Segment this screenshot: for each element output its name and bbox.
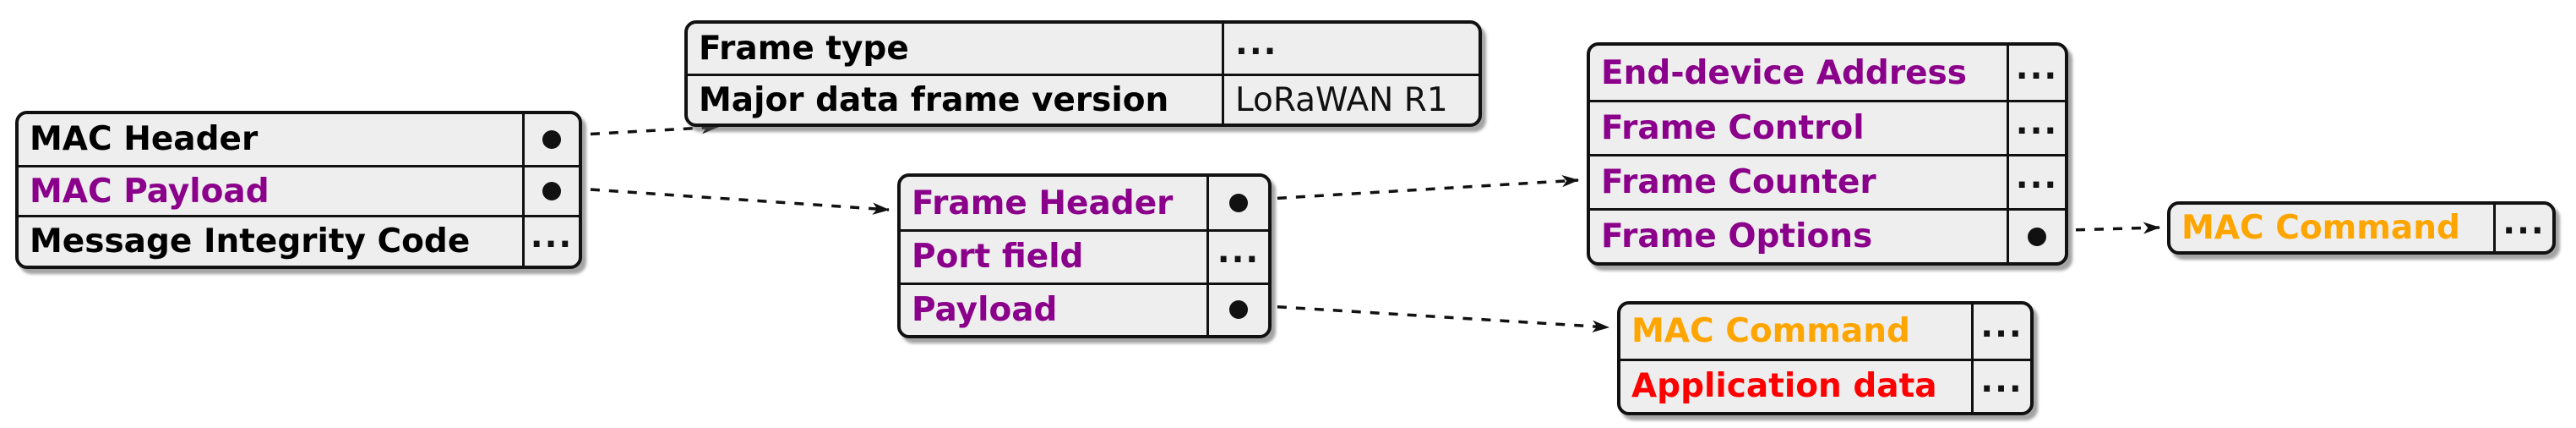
row-value: ... (2493, 205, 2552, 251)
row-label-mac-command: MAC Command (2181, 209, 2460, 247)
table-row: Frame Options (1590, 208, 2065, 262)
row-value: ... (1206, 232, 1268, 283)
row-label-frame-options: Frame Options (1601, 217, 1873, 255)
table-mac-payload-detail: Frame Header Port field ... Payload (897, 173, 1272, 338)
table-row: Payload (901, 282, 1268, 335)
ellipsis-icon: ... (2015, 158, 2059, 196)
ellipsis-icon: ... (1217, 233, 1261, 272)
bullet-icon (542, 129, 561, 149)
row-value: ... (1971, 360, 2030, 412)
row-label-frame-counter: Frame Counter (1601, 163, 1876, 201)
row-label-frame-control: Frame Control (1601, 109, 1865, 147)
row-value: ... (2007, 102, 2065, 154)
row-label-mac-command: MAC Command (1631, 312, 1910, 351)
table-row: MAC Payload (19, 164, 579, 216)
row-label-message-integrity-code: Message Integrity Code (30, 222, 471, 261)
row-label-frame-header: Frame Header (912, 184, 1174, 222)
table-mac-frame: MAC Header MAC Payload Message Integrity… (15, 111, 582, 270)
row-label-frame-type: Frame type (699, 30, 909, 68)
table-row: End-device Address ... (1590, 46, 2065, 100)
ellipsis-icon: ... (2502, 204, 2546, 242)
row-value: ... (1222, 24, 1479, 74)
table-frame-header-detail: End-device Address ... Frame Control ...… (1587, 42, 2068, 266)
table-payload-detail: MAC Command ... Application data ... (1617, 301, 2034, 415)
edge-payload-to-payloaddetail (1231, 295, 1610, 332)
row-value: ... (522, 217, 579, 266)
table-row: Message Integrity Code ... (19, 215, 579, 266)
row-value (1206, 177, 1268, 230)
row-label-payload: Payload (912, 290, 1058, 329)
table-mac-header-detail: Frame type ... Major data frame version … (684, 20, 1482, 127)
table-row: MAC Command ... (1620, 305, 2030, 359)
bullet-icon (2028, 227, 2046, 246)
table-row: Major data frame version LoRaWAN R1 (688, 74, 1479, 123)
row-value: ... (2007, 46, 2065, 100)
table-row: Application data ... (1620, 358, 2030, 412)
table-row: Frame Counter ... (1590, 154, 2065, 208)
table-row: Port field ... (901, 229, 1268, 283)
table-row: Frame Header (901, 177, 1268, 230)
ellipsis-icon: ... (1235, 25, 1278, 63)
row-value-lorawan-version: LoRaWAN R1 (1222, 76, 1479, 123)
row-label-application-data: Application data (1631, 367, 1937, 406)
edge-macpayload-to-macpayloaddetail (544, 178, 890, 215)
ellipsis-icon: ... (1980, 362, 2023, 401)
ellipsis-icon: ... (530, 217, 574, 256)
ellipsis-icon: ... (2015, 48, 2059, 87)
table-row: MAC Header (19, 114, 579, 165)
table-row: Frame Control ... (1590, 100, 2065, 154)
table-row: MAC Command ... (2170, 205, 2552, 251)
table-frame-options-detail: MAC Command ... (2167, 201, 2556, 255)
row-label-end-device-address: End-device Address (1601, 53, 1967, 92)
row-value (522, 167, 579, 216)
ellipsis-icon: ... (1980, 307, 2023, 346)
row-label-major-data-frame-version: Major data frame version (699, 80, 1169, 119)
bullet-icon (1229, 300, 1248, 320)
table-row: Frame type ... (688, 24, 1479, 74)
row-label-port-field: Port field (912, 238, 1084, 277)
row-value: ... (1971, 305, 2030, 359)
row-value (2007, 211, 2065, 262)
bullet-icon (1229, 194, 1248, 213)
row-value (1206, 284, 1268, 335)
bullet-icon (542, 182, 561, 201)
row-value (522, 114, 579, 165)
ellipsis-icon: ... (2015, 104, 2059, 142)
row-value: ... (2007, 156, 2065, 208)
row-label-mac-payload: MAC Payload (30, 172, 270, 211)
edge-frameheader-to-frameheaderdetail (1231, 175, 1580, 210)
row-label-mac-header: MAC Header (30, 120, 259, 159)
